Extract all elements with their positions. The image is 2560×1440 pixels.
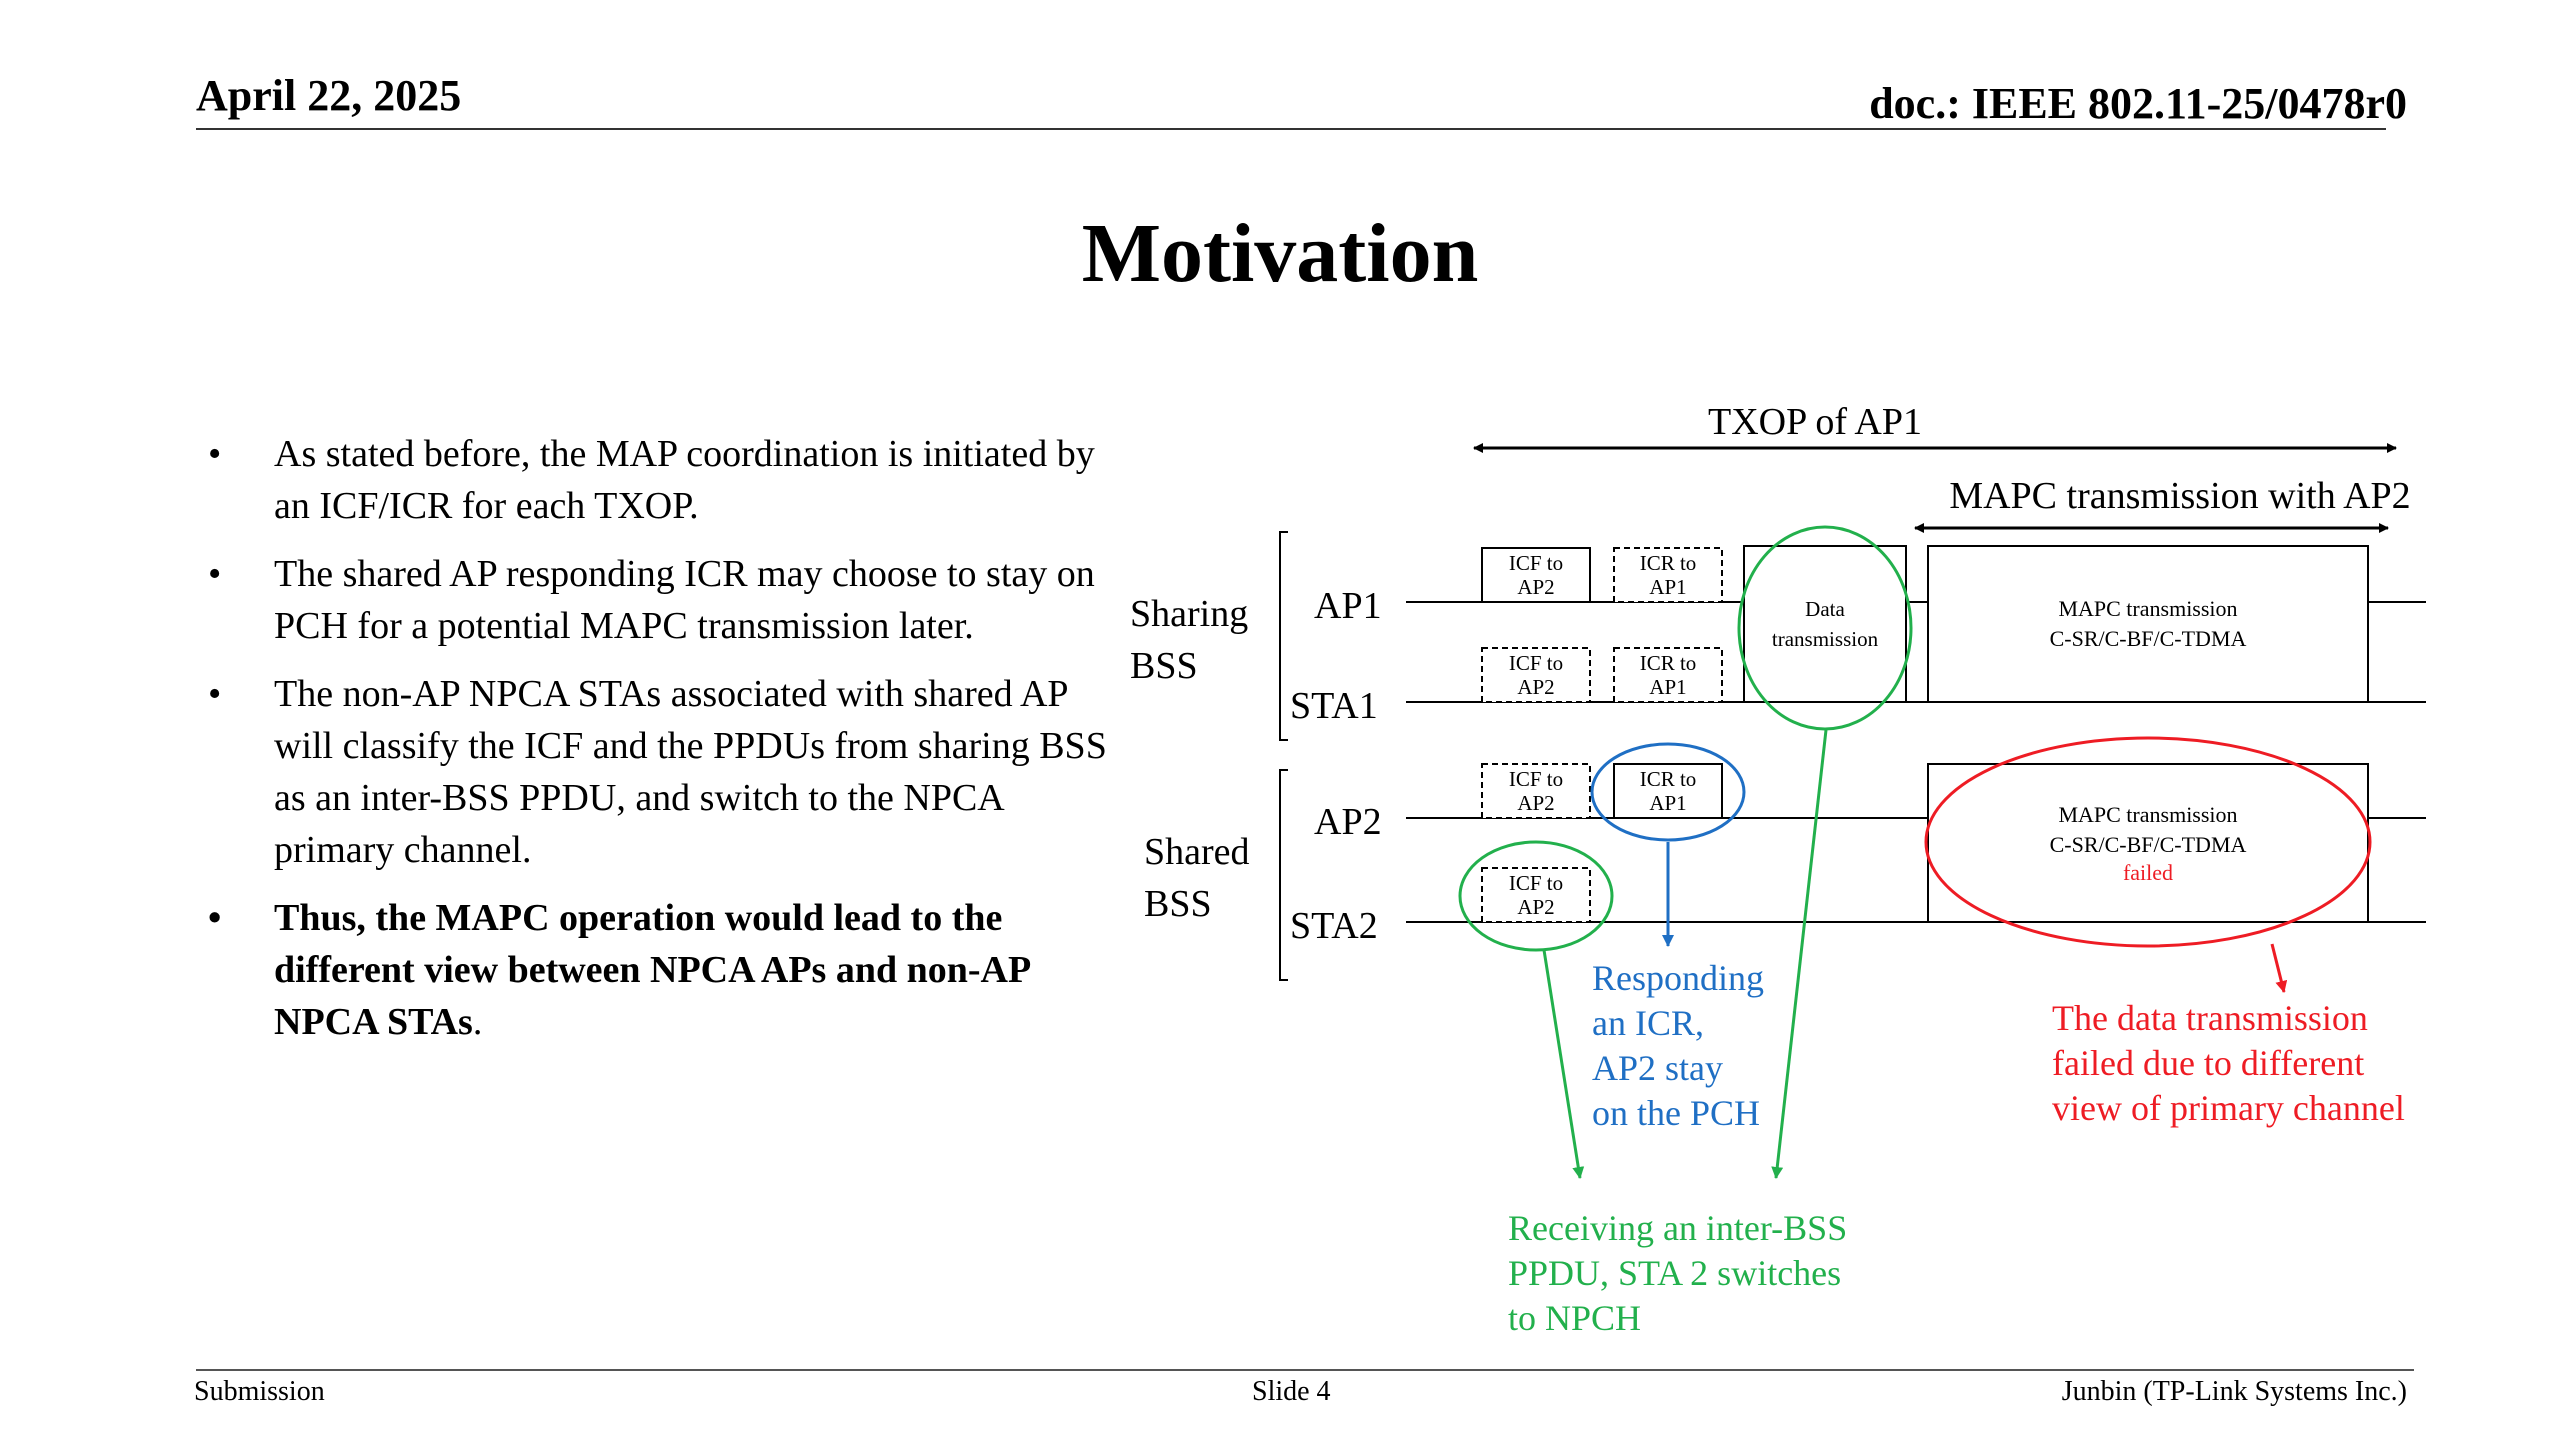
bullet-dot: • [208,673,222,715]
sharing-bss-label-2: BSS [1130,645,1198,687]
frame-text: ICF to [1509,767,1563,791]
red-annotation: The data transmission failed due to diff… [2052,998,2405,1128]
frame-text: ICR to [1640,651,1697,675]
frame-text: C-SR/C-BF/C-TDMA [2050,626,2247,651]
green-arrow-icf [1542,949,1585,1179]
frame-text: ICR to [1640,767,1697,791]
bullet-text: The non-AP NPCA STAs associated with sha… [274,673,1107,871]
frame-text: ICF to [1509,651,1563,675]
red-highlight-mapc [1924,736,2372,948]
bullet-dot: • [208,553,222,595]
row-label-ap2: AP2 [1314,801,1382,843]
failed-label: failed [2123,860,2173,885]
blue-annotation: Responding an ICR, AP2 stay on the PCH [1592,958,1773,1133]
shared-bss-label: Shared [1144,831,1250,873]
frame-text: ICF to [1509,551,1563,575]
footer-author: Junbin (TP-Link Systems Inc.) [2061,1376,2407,1407]
frame-icf-sta2 [1481,867,1591,923]
bullet-item-conclusion: • Thus, the MAPC operation would lead to … [208,892,1108,1048]
bullet-dot: • [208,433,222,475]
bullet-item: • The shared AP responding ICR may choose… [208,548,1108,652]
bullet-dot: • [208,897,222,939]
header-date: April 22, 2025 [196,71,462,120]
frame-text: AP2 [1517,791,1554,815]
shared-bss-bracket [1279,769,1288,981]
annotation-line: PPDU, STA 2 switches [1508,1253,1841,1293]
frame-text: AP2 [1517,675,1554,699]
frame-icf-ap2 [1481,763,1591,819]
frame-text: AP1 [1649,575,1686,599]
frame-icf-sta1 [1481,647,1591,703]
header-rule [196,128,2386,130]
annotation-line: failed due to different [2052,1043,2364,1083]
bullet-text: The shared AP responding ICR may choose … [274,553,1095,647]
footer-submission: Submission [194,1376,325,1407]
footer-rule [196,1369,2414,1371]
annotation-line: an ICR, [1592,1003,1704,1043]
frame-icr-ap1 [1613,547,1723,603]
frame-text: AP1 [1649,675,1686,699]
frame-mapc-ap2 [1927,763,2369,923]
annotation-line: The data transmission [2052,998,2368,1038]
frame-icr-sta1 [1613,647,1723,703]
green-highlight-icf [1458,840,1614,952]
frame-text: AP2 [1517,575,1554,599]
frame-text: ICF to [1509,871,1563,895]
mapc-span-label: MAPC transmission with AP2 [1949,475,2410,517]
bullet-tail: . [472,1001,483,1043]
sharing-bss-label: Sharing [1130,593,1248,635]
green-annotation: Receiving an inter-BSS PPDU, STA 2 switc… [1508,1208,1856,1338]
bullet-list: • As stated before, the MAP coordination … [208,428,1108,1064]
bullet-item: • As stated before, the MAP coordination … [208,428,1108,532]
row-label-sta1: STA1 [1290,685,1378,727]
frame-text: MAPC transmission [2058,596,2237,621]
row-label-sta2: STA2 [1290,905,1378,947]
row-label-ap1: AP1 [1314,585,1382,627]
green-arrow-data [1771,729,1828,1179]
frame-text: MAPC transmission [2058,802,2237,827]
red-arrow [2270,943,2288,993]
bullet-text: As stated before, the MAP coordination i… [274,433,1095,527]
header-doc-id: doc.: IEEE 802.11-25/0478r0 [1869,79,2407,128]
frame-text: C-SR/C-BF/C-TDMA [2050,832,2247,857]
frame-icf-ap1 [1481,547,1591,603]
annotation-line: Responding [1592,958,1764,998]
annotation-line: on the PCH [1592,1093,1760,1133]
frame-text: ICR to [1640,551,1697,575]
blue-highlight-icr [1590,742,1746,842]
annotation-line: Receiving an inter-BSS [1508,1208,1847,1248]
slide-title: Motivation [1081,207,1479,300]
sharing-bss-bracket [1279,531,1288,741]
frame-data-transmission [1743,545,1907,703]
annotation-line: view of primary channel [2052,1088,2405,1128]
bullet-text: Thus, the MAPC operation would lead to t… [274,897,1030,1043]
green-highlight-data [1737,525,1913,731]
frame-text: AP1 [1649,791,1686,815]
bullet-item: • The non-AP NPCA STAs associated with sh… [208,668,1108,876]
annotation-line: AP2 stay [1592,1048,1723,1088]
frame-icr-ap2 [1613,763,1723,819]
footer-slide-number: Slide 4 [1252,1376,1331,1407]
annotation-line: to NPCH [1508,1298,1641,1338]
frame-text: Data [1805,597,1845,621]
shared-bss-label-2: BSS [1144,883,1212,925]
frame-text: AP2 [1517,895,1554,919]
frame-text: transmission [1772,627,1879,651]
txop-label: TXOP of AP1 [1708,401,1922,443]
frame-mapc-ap1 [1927,545,2369,703]
